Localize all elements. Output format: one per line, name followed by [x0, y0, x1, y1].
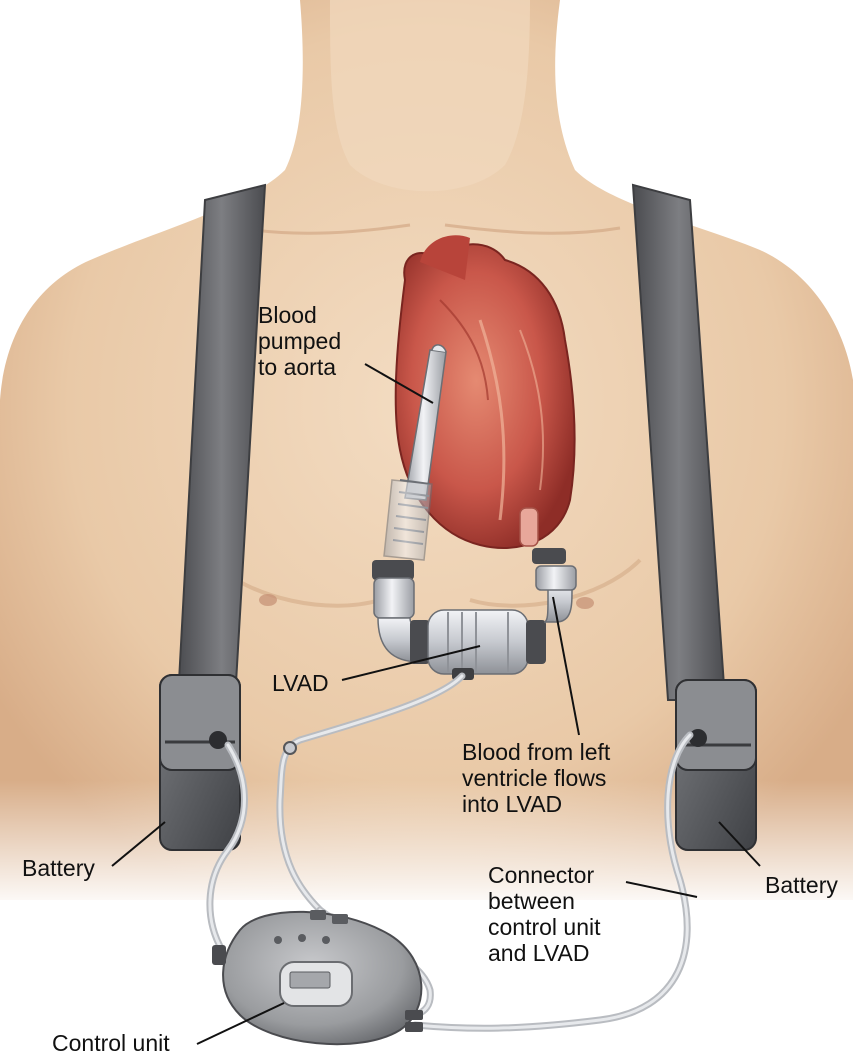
label-inflow: Blood from left ventricle flows into LVA…	[462, 739, 610, 817]
left-battery	[160, 675, 240, 850]
label-connector: Connector between control unit and LVAD	[488, 862, 601, 966]
label-battery-left: Battery	[22, 855, 95, 881]
label-battery-right: Battery	[765, 872, 838, 898]
label-blood-to-aorta: Blood pumped to aorta	[258, 302, 341, 380]
control-unit	[212, 910, 423, 1044]
label-lvad: LVAD	[272, 670, 329, 696]
label-control-unit: Control unit	[52, 1030, 170, 1056]
right-battery	[676, 680, 756, 850]
